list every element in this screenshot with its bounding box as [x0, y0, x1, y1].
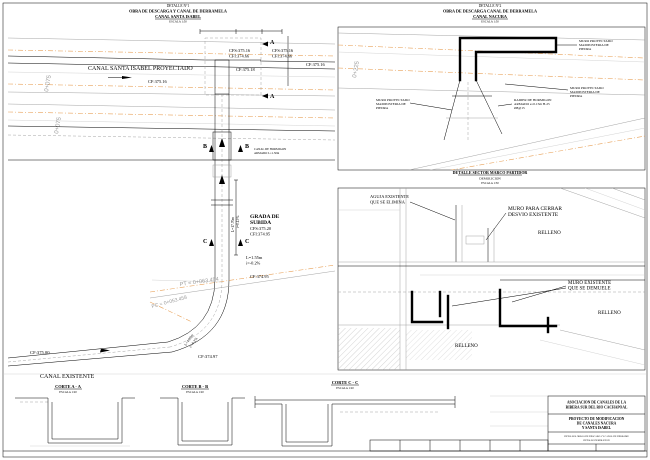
detail-2-title: OBRA DE DESCARGA CANAL DE DERRAMELA [443, 9, 537, 14]
grada-line-2: SUBIDA [250, 220, 271, 226]
section-a: CORTE A - A ESCALA 1:20 [15, 384, 135, 447]
section-b-title: CORTE B - B [182, 384, 208, 389]
cf-grada: CF:374.95 [250, 274, 269, 279]
detail-1-scale: ESCALA 1:50 [169, 20, 187, 24]
relleno-right: RELLENO [598, 311, 621, 316]
cfs-left: CFS:375.16 [229, 48, 251, 53]
muro-a-line-1: MURO PROYECTADO [579, 39, 613, 43]
cfi-left: CFI:374.66 [229, 54, 250, 59]
muro-a-line-3: PIEDRA [579, 47, 592, 51]
detail-1-subtitle: CANAL SANTA ISABEL [155, 14, 201, 19]
detail-1-title: OBRA DE DESCARGA Y CANAL DE DERRAMELA [129, 9, 227, 14]
cf-end: CF:374.97 [198, 354, 218, 359]
detail-2-linework [338, 32, 645, 170]
muro-b-line-3: PIEDRA [570, 94, 583, 98]
aguja-line-1: AGUJA EXISTENTE [370, 194, 409, 199]
cfi-right: CFI:374.66 [272, 54, 293, 59]
wall-to-demolish-right [498, 288, 558, 328]
vertical-length: L=17.70m [231, 217, 235, 232]
cf-left: CF:375.18 [236, 67, 255, 72]
demolition-frame [337, 187, 646, 371]
cf-existente: CF:375.00 [30, 350, 50, 355]
section-c: CORTE C - C ESCALA 1:20 [254, 380, 456, 447]
section-b-scale: ESCALA 1:20 [186, 390, 204, 394]
section-a-title: CORTE A - A [55, 384, 82, 389]
curve-length: L=4.99m [184, 333, 195, 346]
detail-2-scale: ESCALA 1:50 [481, 20, 499, 24]
detail-2-subtitle: CANAL NACURA [473, 14, 507, 19]
muro-b-line-1: MURO PROYECTADO [570, 86, 604, 90]
title-block: ASOCIACION DE CANALES DE LA RIBERA SUR D… [369, 395, 646, 452]
project-line-2: DE CANALES NACURA [577, 422, 617, 426]
chainage-low: 0+075 [54, 116, 63, 134]
muro-a-line-2: MAMPOSTERIA DE [579, 43, 609, 47]
demolition-annotations: AGUJA EXISTENTE QUE SE ELIMINA MURO PARA… [370, 194, 621, 349]
detail-2-annotations: MURO PROYECTADO MAMPOSTERIA DE PIEDRA MU… [352, 39, 613, 110]
project-line-1: PROYECTO DE MODIFICACION [569, 417, 625, 421]
muro-c-line-1: MURO PROYECTADO [376, 98, 410, 102]
marker-b-left: B [203, 144, 207, 150]
grada-cfi: CFI:374.95 [250, 232, 271, 237]
aguja-line-2: QUE SE ELIMINA [370, 200, 406, 205]
section-markers: A A B B C C [203, 40, 275, 246]
vertical-slope: i=0.13% [236, 216, 240, 228]
marker-c-left: C [203, 239, 207, 245]
muro-cerrar-line-1: MURO PARA CERRAR [508, 206, 562, 212]
radier-line-3: Ø8@15 [514, 106, 525, 110]
canal-hormigon-line-1: CANAL DE HORMIGON [254, 147, 287, 151]
detail-1-linework [8, 29, 335, 367]
muro-b-line-2: MAMPOSTERIA DE [570, 90, 600, 94]
client-line-1: ASOCIACION DE CANALES DE LA [567, 401, 627, 405]
demolition-subtitle: DEMOLICION [479, 177, 501, 181]
grada-cfs: CFS:375.20 [250, 226, 272, 231]
marker-a-bottom: A [270, 94, 275, 100]
relleno-bottom: RELLENO [455, 344, 478, 349]
section-c-scale: ESCALA 1:20 [336, 386, 354, 390]
muro-existente-line-2: QUE SE DEMUELE [568, 287, 611, 292]
detail-1: DETALLE N°1 OBRA DE DESCARGA Y CANAL DE … [8, 4, 335, 380]
muro-cerrar-line-2: DESVIO EXISTENTE [508, 212, 559, 218]
marker-a-top: A [270, 40, 275, 46]
tramo-length: L=1.55m [246, 255, 263, 260]
canal-proyectado-label: CANAL SANTA ISABEL PROYECTADO [88, 66, 193, 72]
radier-line-1: RADIER DE HORMIGON [514, 98, 552, 102]
section-b: CORTE B - B ESCALA 1:20 [160, 384, 245, 446]
project-line-3: Y SANTA ISABEL [582, 426, 612, 430]
grada-line-1: GRADA DE [250, 214, 280, 220]
detail-2-frame [337, 26, 646, 171]
relleno-top: RELLENO [538, 231, 561, 236]
chainage-top: 0+075 [44, 74, 53, 92]
cf-canal: CF:375.16 [148, 79, 167, 84]
demolition-scale: ESCALA 1:50 [481, 181, 499, 185]
demolition-title: DETALLE SECTOR MARCO PARTIDOR [453, 170, 528, 175]
section-a-scale: ESCALA 1:20 [59, 390, 77, 394]
client-line-2: RIBERA SUR DEL RIO CACHAPOAL [566, 406, 628, 410]
tramo-slope: i=-0.2% [246, 261, 261, 266]
detail-2-chainage: 0+225 [352, 60, 361, 78]
section-c-title: CORTE C - C [332, 380, 359, 385]
cfs-right: CFS:375.16 [272, 48, 294, 53]
muro-c-line-2: MAMPOSTERIA DE [376, 102, 406, 106]
pt-chainage: PT = 0+063.454 [179, 277, 219, 288]
marker-b-right: B [245, 144, 249, 150]
canal-existente-label: CANAL EXISTENTE [40, 374, 95, 380]
detail-2: DETALLE N°2 OBRA DE DESCARGA CANAL DE DE… [337, 4, 646, 171]
curve-slope: i=-0.2% [189, 337, 199, 349]
radier-line-2: ARMADO e=0.15m H-25 [514, 102, 550, 106]
marker-c-right: C [245, 239, 249, 245]
demolition-linework [338, 188, 645, 370]
detail-demolition: DETALLE SECTOR MARCO PARTIDOR DEMOLICION… [337, 170, 646, 371]
canal-hormigon-line-2: ARMADO L=1.50m [254, 151, 280, 155]
detail-2-label: DETALLE N°2 [479, 4, 502, 8]
cf-right: CF:375.16 [306, 62, 325, 67]
wall-to-demolish-left [410, 290, 444, 324]
detail-1-annotations: CFS:375.16 CFI:374.66 CF:375.18 CFS:375.… [30, 48, 325, 380]
muro-existente-line-1: MURO EXISTENTE [568, 281, 611, 286]
sheet-title-line-2: DETALLE DEMOLICION [583, 439, 610, 442]
detail-1-label: DETALLE N°1 [167, 4, 190, 8]
sheet-title-line-1: DETALLES OBRAS DE DESCARGA Y CANAL DE DE… [564, 435, 629, 438]
muro-c-line-3: PIEDRA [376, 106, 389, 110]
